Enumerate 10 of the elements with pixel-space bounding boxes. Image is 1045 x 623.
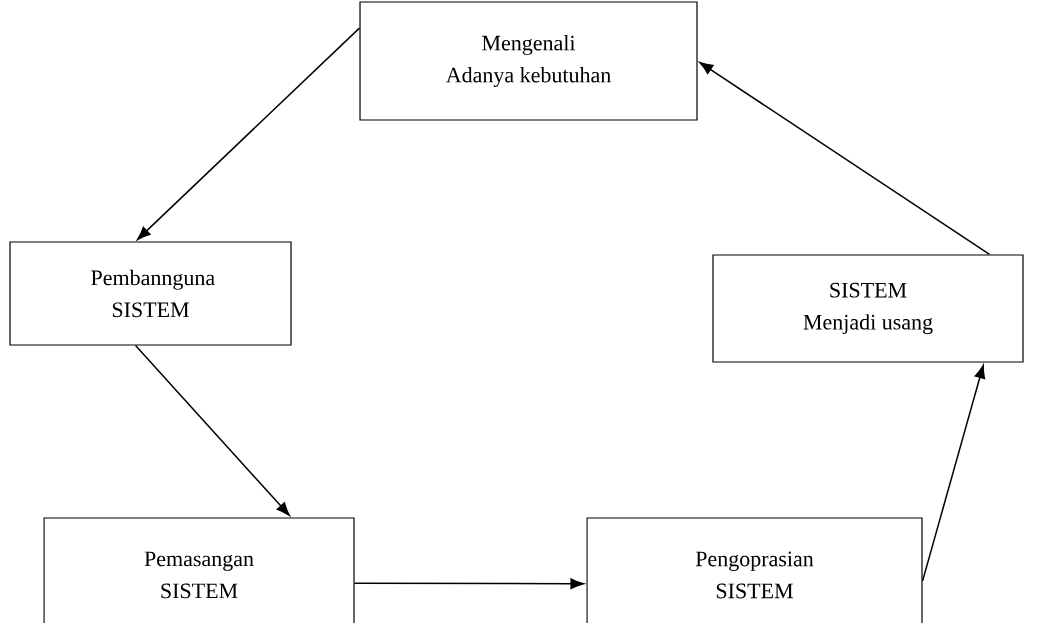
process-box: Pengoprasian SISTEM [586,517,923,623]
process-box: Pembannguna SISTEM [9,241,292,346]
arrow [353,578,585,590]
process-box: Mengenali Adanya kebutuhan [359,1,698,121]
process-box: SISTEM Menjadi usang [712,254,1024,363]
arrow [134,344,290,516]
arrow [699,61,991,256]
arrow [921,364,986,582]
arrow [137,27,361,240]
process-box: Pemasangan SISTEM [43,517,355,623]
